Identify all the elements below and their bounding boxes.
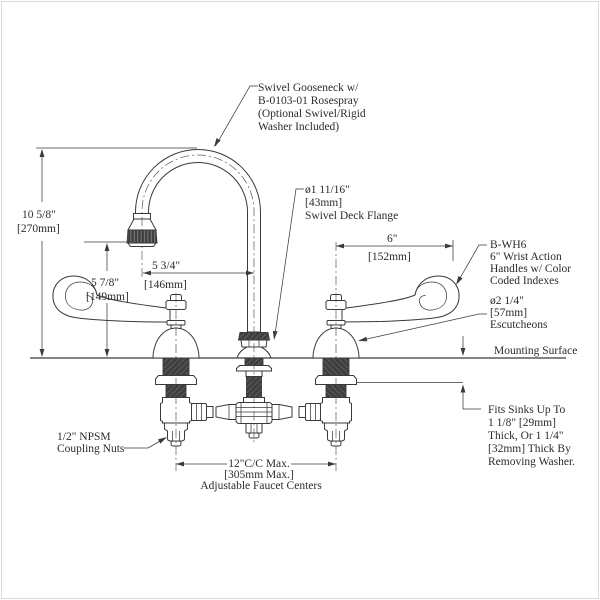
overall-height-metric: [270mm] <box>17 223 60 235</box>
sink-thickness-line: [32mm] Thick By <box>488 443 571 455</box>
sink-thickness-line: 1 1/8" [29mm] <box>488 417 556 429</box>
label-mounting-surface: Mounting Surface <box>460 336 577 357</box>
handles-label-line: 6" Wrist Action <box>490 251 562 263</box>
overall-height-value: 10 5/8" <box>22 209 56 221</box>
mounting-surface-text: Mounting Surface <box>494 345 577 357</box>
spout-reach-metric: [146mm] <box>144 279 187 291</box>
label-sink-thickness: Fits Sinks Up To 1 1/8" [29mm] Thick, Or… <box>356 382 575 468</box>
handle-length-metric: [152mm] <box>368 251 411 263</box>
handle-length-value: 6" <box>387 233 397 245</box>
spout-label-line: B-0103-01 Rosespray <box>258 95 359 107</box>
sink-thickness-line: Thick, Or 1 1/4" <box>488 430 564 442</box>
deck-flange-metric: [43mm] <box>305 197 342 209</box>
spout-reach-value: 5 3/4" <box>152 260 180 272</box>
sink-thickness-line: Removing Washer. <box>488 456 575 468</box>
escutcheons-name: Escutcheons <box>490 319 548 331</box>
spout-label-line: (Optional Swivel/Rigid <box>258 108 366 120</box>
dimension-outlet-height: 5 7/8" [149mm] <box>84 241 129 357</box>
coupling-nuts-line: 1/2" NPSM <box>57 431 111 443</box>
coupling-nuts-line: Coupling Nuts <box>57 443 125 455</box>
label-spout: Swivel Gooseneck w/ B-0103-01 Rosespray … <box>214 82 366 147</box>
escutcheons-diameter: ø2 1/4" <box>490 295 524 307</box>
swivel-deck-flange <box>236 332 272 359</box>
outlet-height-value: 5 7/8" <box>91 277 119 289</box>
handles-label-line: Coded Indexes <box>490 275 559 287</box>
faucet-centers-value: 12"C/C Max. <box>228 458 290 470</box>
deck-flange-name: Swivel Deck Flange <box>305 210 398 222</box>
dimension-faucet-centers: 12"C/C Max. [305mm Max.] Adjustable Fauc… <box>176 458 336 492</box>
outlet-height-metric: [149mm] <box>86 291 129 303</box>
dimension-overall-height: 10 5/8" [270mm] <box>17 147 197 357</box>
label-coupling-nuts: 1/2" NPSM Coupling Nuts <box>57 431 167 455</box>
sink-thickness-line: Fits Sinks Up To <box>488 404 566 416</box>
deck-flange-diameter: ø1 11/16" <box>305 184 350 196</box>
spout-label-line: Swivel Gooseneck w/ <box>258 82 359 94</box>
handles-label-line: Handles w/ Color <box>490 263 571 275</box>
escutcheons-metric: [57mm] <box>490 307 527 319</box>
faucet-centers-metric: [305mm Max.] <box>224 469 294 481</box>
centerlines <box>141 154 337 471</box>
label-handles: B-WH6 6" Wrist Action Handles w/ Color C… <box>456 239 571 287</box>
dimension-spout-reach: 5 3/4" [146mm] <box>143 260 254 291</box>
label-deck-flange: ø1 11/16" [43mm] Swivel Deck Flange <box>272 184 398 340</box>
spout-label-line: Washer Included) <box>258 121 339 133</box>
dimension-handle-length: 6" [152mm] <box>336 233 454 263</box>
label-escutcheons: ø2 1/4" [57mm] Escutcheons <box>358 295 548 342</box>
handles-model: B-WH6 <box>490 239 527 251</box>
faucet-centers-caption: Adjustable Faucet Centers <box>200 480 322 492</box>
